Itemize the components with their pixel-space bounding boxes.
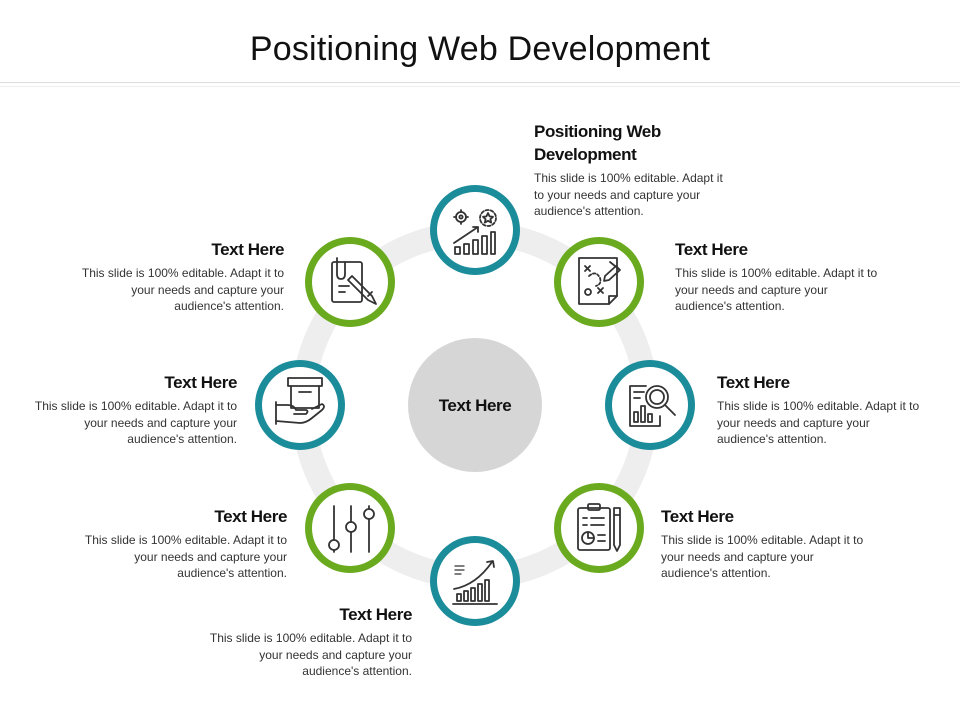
node-5-label: Text Here This slide is 100% editable. A… [82,505,288,582]
node-4-label: Text Here This slide is 100% editable. A… [207,603,413,680]
node-4-heading: Text Here [339,605,412,624]
node-6 [255,360,345,450]
node-3-body: This slide is 100% editable. Adapt it to… [661,533,864,580]
node-0-body: This slide is 100% editable. Adapt it to… [534,171,723,218]
node-1-label: Text Here This slide is 100% editable. A… [675,238,880,315]
node-4-body: This slide is 100% editable. Adapt it to… [209,631,412,678]
title-divider-shadow [0,86,960,87]
strategy-growth-icon [453,209,497,255]
center-label: Text Here [439,396,512,415]
node-0-label: Positioning Web Development This slide i… [534,120,734,220]
node-4 [430,536,520,626]
node-6-label: Text Here This slide is 100% editable. A… [32,371,238,448]
node-2 [605,360,695,450]
node-5-body: This slide is 100% editable. Adapt it to… [84,533,287,580]
node-7-body: This slide is 100% editable. Adapt it to… [81,266,284,313]
node-7-heading: Text Here [211,240,284,259]
center-circle [408,338,542,472]
node-1-body: This slide is 100% editable. Adapt it to… [675,266,878,313]
sliders-icon [328,505,375,553]
data-analysis-icon [629,385,676,427]
node-0-heading: Positioning Web Development [534,122,661,164]
growth-chart-icon [452,560,498,605]
document-edit-icon [331,257,377,305]
node-7-label: Text Here This slide is 100% editable. A… [79,238,285,315]
node-2-label: Text Here This slide is 100% editable. A… [717,371,922,448]
title-divider [0,82,960,83]
node-2-body: This slide is 100% editable. Adapt it to… [717,399,920,446]
node-3 [554,483,644,573]
node-3-label: Text Here This slide is 100% editable. A… [661,505,866,582]
report-clipboard-icon [577,503,621,552]
node-2-heading: Text Here [717,373,790,392]
game-plan-icon [578,257,621,305]
node-6-body: This slide is 100% editable. Adapt it to… [34,399,237,446]
node-3-heading: Text Here [661,507,734,526]
node-1 [554,237,644,327]
node-5-heading: Text Here [214,507,287,526]
node-6-heading: Text Here [164,373,237,392]
hand-box-icon [275,377,325,425]
slide-title: Positioning Web Development [249,30,711,68]
node-7 [305,237,395,327]
node-0 [430,185,520,275]
node-1-heading: Text Here [675,240,748,259]
node-5 [305,483,395,573]
